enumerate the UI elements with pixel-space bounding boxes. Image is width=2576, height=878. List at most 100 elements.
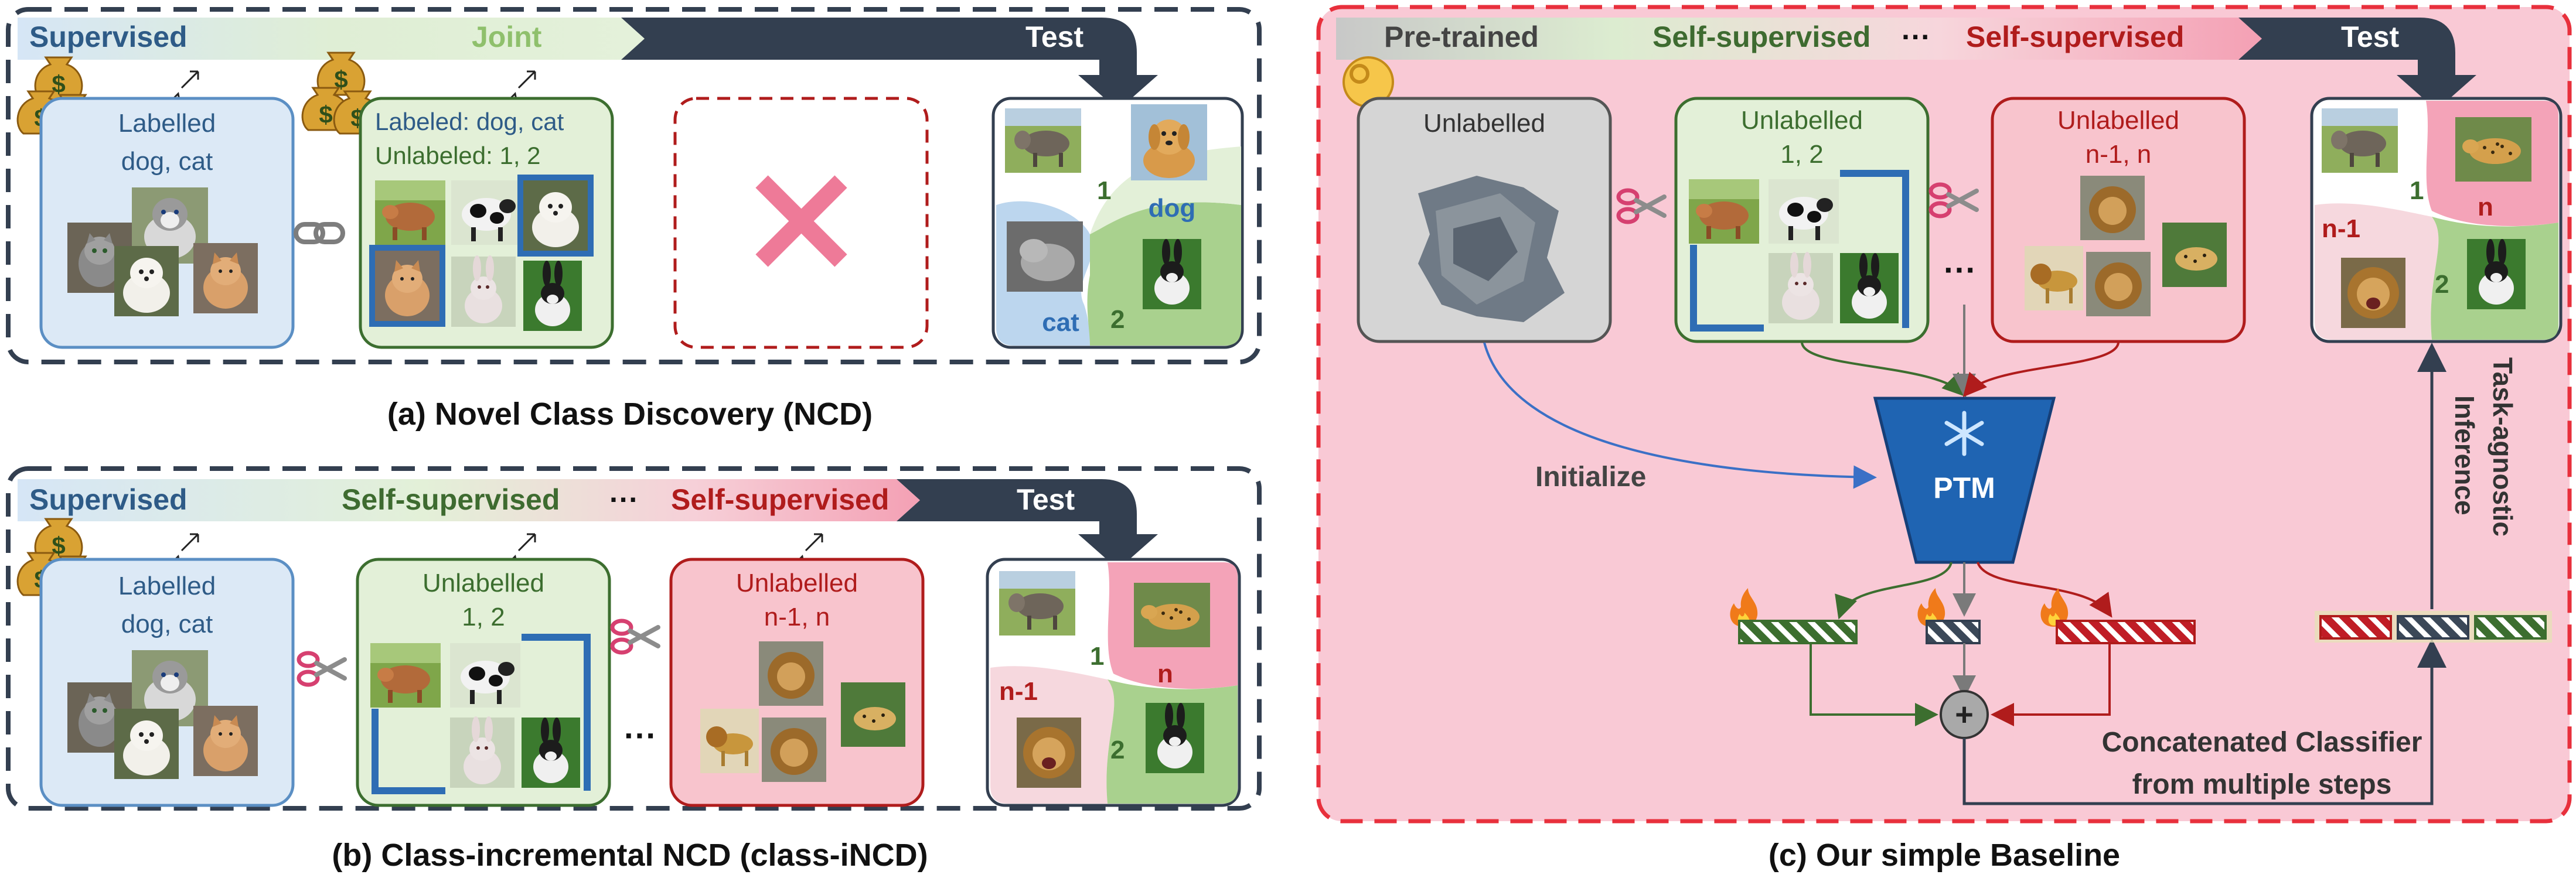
- joint-text-2: Unlabeled: 1, 2: [375, 142, 541, 169]
- image-cow: [375, 180, 445, 245]
- unlabelled-text-c1: Unlabelled: [1741, 106, 1863, 135]
- unlabelled-box-b: Unlabelled 1, 2: [356, 558, 611, 807]
- cross-icon: [755, 175, 847, 267]
- unlabelled-text-b1: Unlabelled: [422, 569, 544, 597]
- chain-link-icon: [294, 222, 345, 244]
- labelled-text-1: Labelled: [118, 109, 216, 138]
- banner-test: Test: [1025, 21, 1083, 53]
- banner-test-c: Test: [2341, 21, 2399, 53]
- image-lion-face-b: [1017, 718, 1081, 788]
- unlabelled-n-text-b1: Unlabelled: [736, 569, 858, 597]
- image-bw-rabbit-test-b: [1146, 703, 1204, 773]
- scissors-icon: [612, 621, 658, 652]
- panel-b-frame: [6, 466, 1262, 811]
- arrow-concat: [1962, 638, 2446, 805]
- labelled-box-a: Labelled dog, cat: [39, 97, 295, 349]
- image-cheetah-b: [841, 682, 905, 747]
- image-bw-rabbit: [523, 261, 582, 331]
- arrow-init: [1483, 342, 1877, 489]
- panel-b: Supervised Self-supervised ··· Self-supe…: [6, 466, 1262, 811]
- inference-label-2: Inference: [2449, 395, 2480, 515]
- banner-supervised: Supervised: [29, 21, 188, 53]
- banner-self-supervised-c1: Self-supervised: [1652, 21, 1870, 53]
- image-bw-rabbit-test: [1143, 239, 1201, 309]
- image-bw-rabbit-test-c: [2467, 239, 2526, 309]
- labelled-text-2: dog, cat: [121, 147, 213, 176]
- test-label-c-2: 2: [2435, 270, 2449, 299]
- labelled-box-b: Labelled dog, cat: [39, 558, 295, 807]
- test-label-b-n: n: [1157, 660, 1173, 688]
- banner-supervised-b: Supervised: [29, 483, 188, 516]
- ptm-block: PTM: [1873, 397, 2056, 564]
- panel-b-banner: Supervised Self-supervised ··· Self-supe…: [18, 479, 1158, 569]
- image-bw-rabbit-b: [522, 718, 580, 788]
- test-label-b-1: 1: [1090, 642, 1104, 671]
- image-bw-rabbit-c: [1840, 253, 1899, 323]
- image-golden-dog: [1131, 104, 1207, 180]
- image-donkey-c: [2322, 108, 2398, 173]
- image-donkey: [1005, 108, 1081, 173]
- image-ginger-cat-b: [193, 706, 258, 776]
- arrow-red-to-ptm: [1962, 342, 2120, 398]
- unlabelled-n-box-b: Unlabelled n-1, n: [669, 558, 925, 807]
- image-cow-c: [1689, 179, 1759, 244]
- classifier-head-grey: [1926, 620, 1981, 644]
- banner-self-supervised-b1: Self-supervised: [342, 483, 560, 516]
- banner-test-b: Test: [1017, 483, 1075, 516]
- test-label-b-2: 2: [1110, 736, 1125, 764]
- unlabelled-n-text-b2: n-1, n: [764, 603, 830, 631]
- image-rabbit: [451, 255, 516, 327]
- plus-label: +: [1955, 697, 1974, 732]
- image-white-dog: [114, 246, 179, 316]
- unlabelled-n-text-c1: Unlabelled: [2057, 106, 2179, 135]
- image-lion-lying-c: [2086, 252, 2151, 316]
- unlabelled-box-c: Unlabelled 1, 2: [1674, 97, 1930, 343]
- image-lion-mane-c: [2080, 176, 2145, 240]
- test-box-c: 1 n n-1 2: [2310, 97, 2563, 343]
- image-cheetah-c: [2162, 223, 2227, 287]
- banner-self-supervised-b2: Self-supervised: [671, 483, 889, 516]
- caption-a: (a) Novel Class Discovery (NCD): [387, 397, 873, 432]
- caption-c: (c) Our simple Baseline: [1769, 838, 2120, 873]
- image-bw-cow-b: [450, 643, 520, 708]
- pretrained-box: Unlabelled: [1357, 97, 1612, 343]
- caption-b: (b) Class-incremental NCD (class-iNCD): [332, 838, 928, 873]
- banner-joint: Joint: [472, 21, 542, 53]
- image-grey-cat-lying: [1007, 221, 1083, 292]
- panel-a-frame: [6, 7, 1262, 364]
- joint-text-1: Labeled: dog, cat: [375, 108, 564, 135]
- banner-ellipsis-c: ···: [1902, 21, 1931, 53]
- test-label-c-1: 1: [2410, 176, 2424, 205]
- panel-a-banner: Supervised Joint Test: [18, 18, 1158, 110]
- image-ginger-cat-boxed: [375, 251, 439, 321]
- image-lion-lying-b: [762, 718, 826, 782]
- test-label-1: 1: [1097, 176, 1111, 205]
- panel-c: Pre-trained Self-supervised ··· Self-sup…: [1316, 5, 2572, 824]
- concatenated-classifier: [2315, 611, 2552, 643]
- image-rabbit-b: [450, 716, 514, 788]
- image-bw-cow: [451, 180, 522, 245]
- image-leopard-b: [1134, 583, 1210, 647]
- ellipsis-between-c: ···: [1944, 251, 1977, 288]
- concat-label-2: from multiple steps: [2132, 769, 2392, 800]
- test-label-c-n-1: n-1: [2322, 214, 2360, 243]
- snowflake-icon: [1944, 411, 1984, 456]
- classifier-head-red: [2056, 620, 2196, 644]
- image-lion-stand-b: [700, 709, 759, 773]
- concat-label-1: Concatenated Classifier: [2102, 727, 2422, 758]
- classifier-head-green: [1738, 620, 1858, 644]
- ptm-label: PTM: [1933, 472, 1995, 504]
- image-cow-b: [370, 643, 441, 708]
- image-rabbit-c: [1769, 252, 1833, 323]
- scissors-icon: [299, 653, 345, 685]
- image-white-dog-boxed: [523, 180, 588, 251]
- test-label-2: 2: [1110, 305, 1125, 334]
- test-label-c-n: n: [2478, 193, 2493, 221]
- image-bw-cow-c: [1769, 179, 1839, 244]
- arrow-green-to-ptm: [1801, 342, 1967, 397]
- no-step-box: [673, 97, 929, 349]
- banner-pretrained: Pre-trained: [1384, 21, 1539, 53]
- test-label-cat: cat: [1042, 308, 1079, 337]
- joint-box-a: Labeled: dog, cat Unlabeled: 1, 2: [359, 97, 614, 349]
- test-box-b: 1 n n-1 2: [986, 558, 1241, 807]
